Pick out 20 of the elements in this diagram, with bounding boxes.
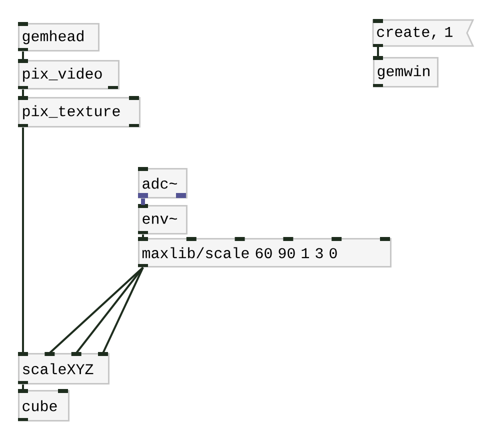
object-box: scaleXYZ [18,352,110,384]
patch-cord [49,266,144,354]
patch-cord [142,234,144,238]
object-box: pix_video [18,59,120,90]
patch-cord [141,198,145,205]
object-box: gemhead [18,22,100,52]
patch-cord [22,384,24,390]
patch-cord [22,52,24,60]
patch-cord [102,267,144,354]
object-box: maxlib/scale 60 90 1 3 0 [138,237,392,268]
object-box: pix_texture [18,96,140,128]
patch-cord [76,266,144,354]
object-box: cube [18,389,70,422]
patch-cord [377,46,379,57]
patch-cord [22,90,24,97]
message-box: create, 1 [372,19,474,47]
object-box: gemwin [373,56,438,88]
object-box: adc~ [138,167,188,198]
object-box: env~ [138,204,188,234]
patch-cord [22,128,24,353]
